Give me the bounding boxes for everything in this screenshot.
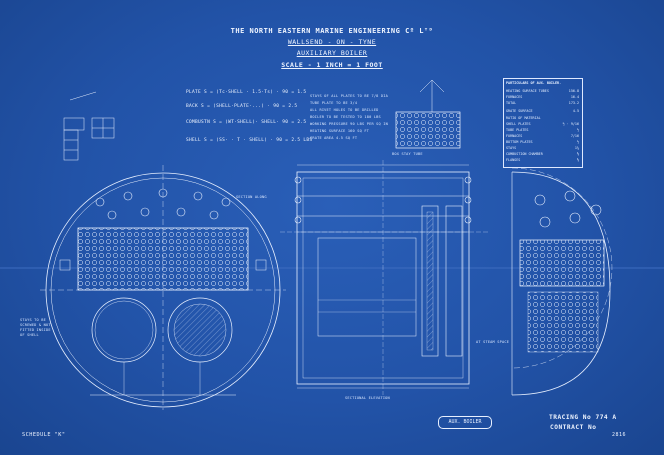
row-value: ½ (576, 140, 579, 144)
particulars-row: BOTTOM PLATES ½ (506, 140, 580, 144)
note-3: ALL RIVET HOLES TO BE DRILLED (310, 108, 379, 112)
note-5: WORKING PRESSURE 90 LBS PER SQ IN (310, 122, 388, 126)
contract-label: CONTRACT No (550, 424, 597, 431)
particulars-row: COMBUSTION CHAMBER ⅝ (506, 152, 580, 156)
tracing-number: TRACING No 774 A (549, 414, 617, 421)
row-label: TOTAL (506, 101, 517, 105)
particulars-row: FURNACES 7/16 (506, 134, 580, 138)
calc-line-1: PLATE S = (Tc·SHELL · 1.5·Ts) · 90 = 1.5 (186, 90, 307, 95)
sectional-elevation-label: SECTIONAL ELEVATION (345, 396, 390, 400)
particulars-title: PARTICULARS OF AUX. BOILER. (506, 81, 562, 85)
section-label: SECTION ALONG (236, 195, 267, 199)
particulars-row: GRATE SURFACE 4.5 (506, 109, 580, 113)
drawing-title: AUXILIARY BOILER (296, 49, 368, 57)
contract-number: 2816 (612, 432, 627, 438)
calc-line-4: SHELL S = (SS· · T · SHELL) · 90 = 2.5 L… (186, 138, 313, 143)
scale-label: SCALE - 1 INCH = 1 FOOT (281, 61, 383, 69)
particulars-row: RATIO OF MATERIAL (506, 116, 580, 120)
stay-tube-label: BOX STAY TUBE (392, 152, 423, 156)
note-4: BOILER TO BE TESTED TO 180 LBS (310, 115, 381, 119)
row-value: 16.4 (570, 95, 579, 99)
particulars-row: STAYS 1¼ (506, 146, 580, 150)
particulars-row: SHELL PLATES ½ · 9/16 (506, 122, 580, 126)
row-value: 1¼ (574, 146, 579, 150)
note-1: STAYS OF ALL PLATES TO BE 7/8 DIA (310, 94, 388, 98)
particulars-row: FURNACES 16.4 (506, 95, 580, 99)
schedule-label: SCHEDULE "K" (22, 432, 66, 438)
aux-boiler-stamp: AUX. BOILER (438, 416, 492, 429)
stay-detail (63, 91, 115, 161)
row-value: ⅝ (576, 152, 579, 156)
row-label: HEATING SURFACE TUBES (506, 89, 549, 93)
particulars-row: HEATING SURFACE TUBES 156.8 (506, 89, 580, 93)
note-6: HEATING SURFACE 160 SQ FT (310, 129, 370, 133)
note-7: GRATE AREA 4.5 SQ FT (310, 136, 358, 140)
note-2: TUBE PLATE TO BE 3/4 (310, 101, 358, 105)
row-value: 7/16 (570, 134, 579, 138)
location: WALLSEND - ON - TYNE (287, 38, 377, 46)
row-label: TUBE PLATES (506, 128, 529, 132)
calc-line-3: COMBUSTN S = (WT·SHELL)· SHELL· 90 = 2.5 (186, 120, 307, 125)
stays-note: STAYS TO BE SCREWED & NUT FITTED INSIDE … (20, 318, 51, 337)
particulars-row: TUBE PLATES ½ (506, 128, 580, 132)
calc-line-2: BACK S = (SHELL·PLATE·...) · 90 = 2.5 (186, 104, 298, 109)
front-end-view (40, 165, 286, 410)
particulars-row: FLANGES ⅝ (506, 158, 580, 162)
row-value: ½ (576, 128, 579, 132)
particulars-row: TOTAL 173.2 (506, 101, 580, 105)
row-label: BOTTOM PLATES (506, 140, 533, 144)
row-label: STAYS (506, 146, 517, 150)
row-label: FURNACES (506, 95, 523, 99)
particulars-table: PARTICULARS OF AUX. BOILER. HEATING SURF… (503, 78, 583, 168)
row-value: ⅝ (576, 158, 579, 162)
row-label: COMBUSTION CHAMBER (506, 152, 543, 156)
row-label: SHELL PLATES (506, 122, 531, 126)
row-value: ½ · 9/16 (562, 122, 579, 126)
back-end-view (511, 167, 613, 396)
row-value: 156.8 (568, 89, 579, 93)
sectional-elevation (280, 160, 490, 395)
steam-space-label: AT STEAM SPACE (476, 340, 510, 344)
row-label: GRATE SURFACE (506, 109, 533, 113)
company-name: THE NORTH EASTERN MARINE ENGINEERING Cº … (230, 27, 434, 35)
tube-plate-detail (395, 79, 461, 149)
row-value: 4.5 (572, 109, 579, 113)
row-label: RATIO OF MATERIAL (506, 116, 541, 120)
row-value: 173.2 (568, 101, 579, 105)
row-label: FLANGES (506, 158, 521, 162)
row-label: FURNACES (506, 134, 523, 138)
